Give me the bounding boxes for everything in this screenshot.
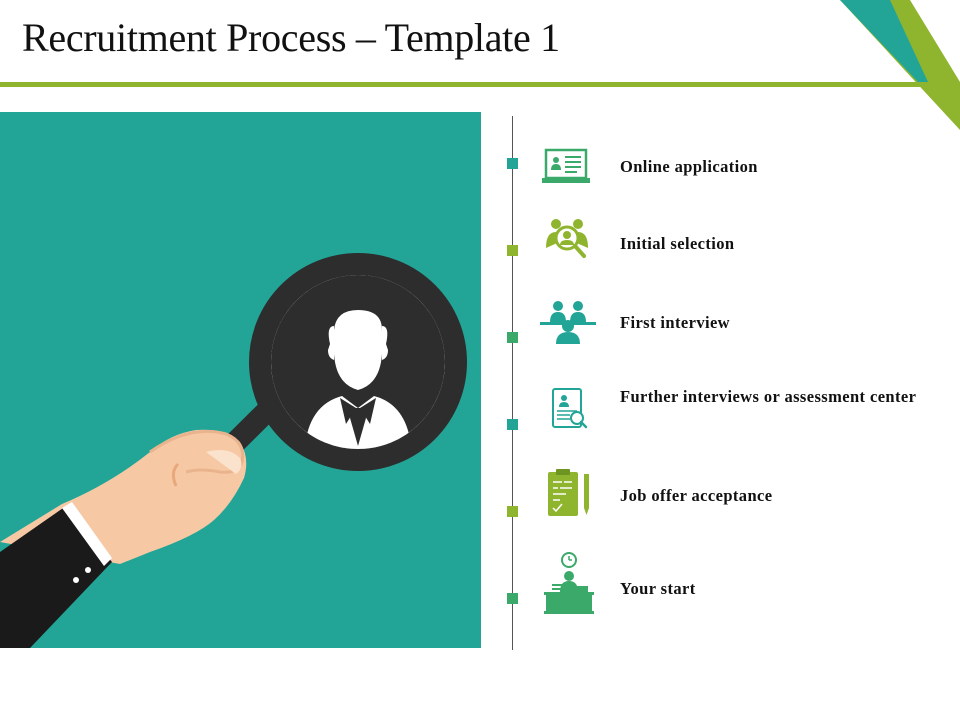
interview-panel-icon [540, 298, 596, 348]
clipboard-pencil-icon [540, 468, 596, 518]
step-label: Initial selection [620, 234, 735, 253]
corner-decoration [840, 0, 960, 130]
step-marker [507, 593, 518, 604]
hero-panel [0, 112, 481, 648]
laptop-resume-icon [540, 142, 596, 192]
page-title: Recruitment Process – Template 1 [22, 15, 560, 60]
timeline-line [512, 116, 513, 650]
step-label: Further interviews or assessment center [620, 387, 917, 406]
step-label: Online application [620, 157, 758, 176]
person-at-desk-icon [540, 550, 596, 616]
step-label: Your start [620, 579, 696, 598]
hand-icon [0, 429, 247, 648]
step-marker [507, 419, 518, 430]
group-search-icon [540, 214, 596, 264]
step-marker [507, 158, 518, 169]
document-search-icon [540, 386, 596, 436]
step-label: Job offer acceptance [620, 486, 773, 505]
header-underline [0, 82, 935, 87]
step-marker [507, 506, 518, 517]
step-marker [507, 332, 518, 343]
step-label: First interview [620, 313, 731, 332]
step-marker [507, 245, 518, 256]
